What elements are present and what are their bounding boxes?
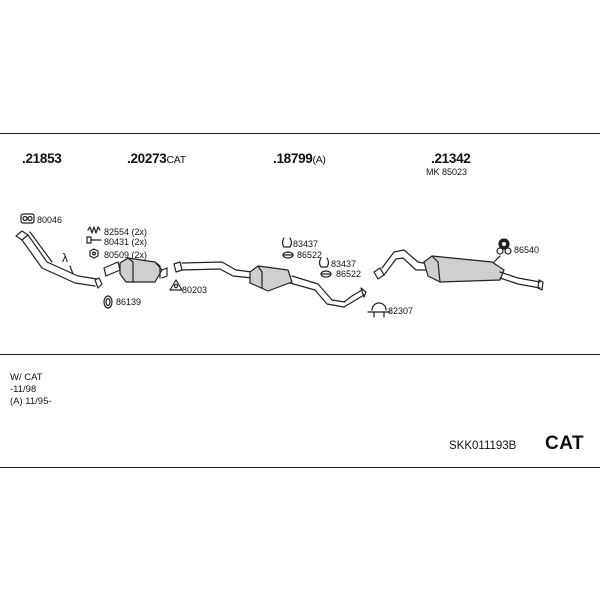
ref-82554[interactable]: 82554 (2x) — [104, 227, 148, 237]
rubber-86522-a-icon[interactable] — [282, 251, 294, 259]
ref-86540[interactable]: 86540 — [514, 245, 540, 255]
part-number-front-pipe[interactable]: .21853 — [22, 151, 62, 166]
rubber-86540-icon[interactable] — [496, 238, 512, 255]
part-number-rear-silencer[interactable]: .21342 — [431, 151, 471, 166]
spring-82554-icon[interactable] — [87, 226, 101, 234]
note-with-cat: W/ CAT — [10, 372, 43, 383]
note-date-from: (A) 11/95- — [10, 396, 52, 407]
clamp-83437-a-icon[interactable] — [281, 237, 293, 248]
nut-80509-icon[interactable] — [89, 248, 99, 259]
part-number-middle-silencer[interactable]: .18799(A) — [273, 151, 326, 166]
clamp-82307-icon[interactable] — [367, 302, 391, 318]
part-number-catalyst[interactable]: .20273CAT — [127, 151, 186, 166]
ref-80046[interactable]: 80046 — [37, 215, 63, 225]
catalytic-converter-drawing[interactable] — [103, 257, 168, 283]
cat-badge: CAT — [545, 433, 585, 454]
gasket-80203-icon[interactable] — [169, 279, 183, 291]
ref-82307[interactable]: 82307 — [388, 306, 414, 316]
clamp-83437-b-icon[interactable] — [318, 257, 330, 268]
ref-80509[interactable]: 80509 (2x) — [104, 250, 148, 260]
ref-86139[interactable]: 86139 — [116, 297, 142, 307]
gasket-80046-icon[interactable] — [20, 213, 35, 224]
ref-83437-b[interactable]: 83437 — [331, 259, 357, 269]
lambda-sensor-symbol: λ — [62, 251, 68, 265]
kit-code: SKK011193B — [449, 440, 517, 452]
ref-86522-a[interactable]: 86522 — [297, 250, 323, 260]
front-pipe-drawing[interactable] — [15, 230, 103, 289]
middle-silencer-drawing[interactable] — [173, 261, 367, 308]
ref-86522-b[interactable]: 86522 — [336, 269, 362, 279]
ref-80431[interactable]: 80431 (2x) — [104, 237, 148, 247]
top-divider — [0, 133, 600, 134]
ref-80203[interactable]: 80203 — [182, 285, 208, 295]
part-sub-mounting-kit[interactable]: MK 85023 — [426, 167, 468, 177]
rear-silencer-drawing[interactable] — [373, 249, 544, 291]
rubber-86522-b-icon[interactable] — [320, 270, 332, 278]
bottom-divider — [0, 467, 600, 468]
bolt-80431-icon[interactable] — [86, 236, 102, 244]
middle-divider — [0, 354, 600, 355]
ref-83437-a[interactable]: 83437 — [293, 239, 319, 249]
note-date-to: -11/98 — [10, 384, 37, 395]
sealing-ring-86139-icon[interactable] — [103, 295, 113, 309]
diagram-frame — [0, 133, 600, 468]
